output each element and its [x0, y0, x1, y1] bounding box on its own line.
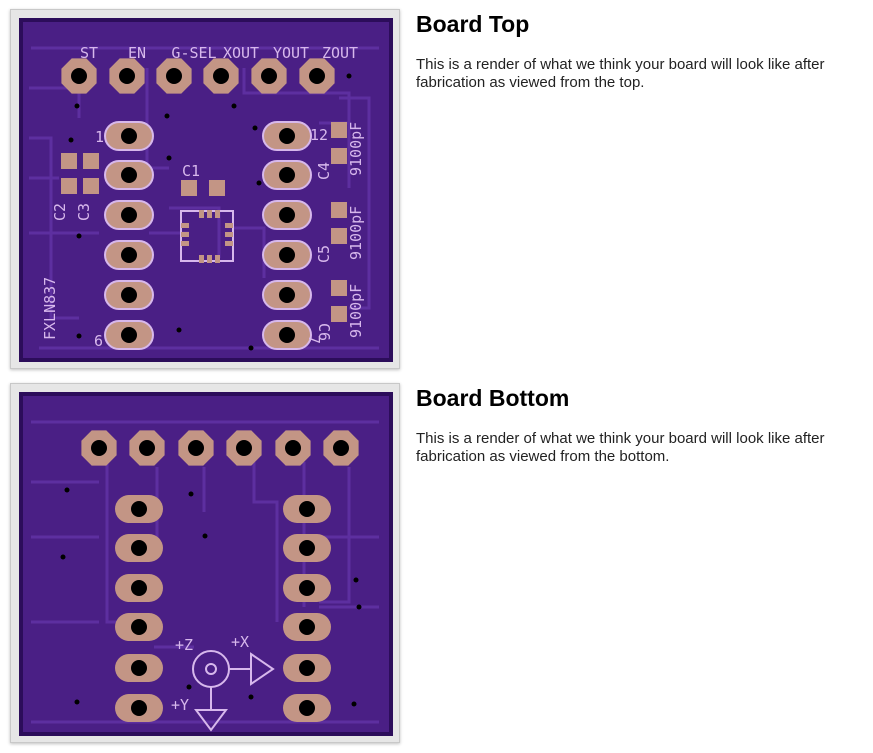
c1-pad [181, 180, 197, 196]
board-bottom-image: +Z +X +Y [19, 392, 393, 736]
c3-pad [83, 153, 99, 169]
pad-hole [121, 128, 137, 144]
pad-hole [299, 540, 315, 556]
board-bottom-section: Board Bottom This is a render of what we… [416, 385, 866, 466]
board-top-render: ST EN G-SEL XOUT YOUT ZOUT 1 6 12 7 C1 C… [10, 9, 400, 369]
pad-hole [279, 128, 295, 144]
component-label-c6: C6 [315, 323, 333, 341]
c6-pad [331, 280, 347, 296]
board-bottom-heading: Board Bottom [416, 385, 570, 411]
pad-hole [236, 440, 252, 456]
c4-pad [331, 148, 347, 164]
pad-hole [261, 68, 277, 84]
c5-pad [331, 228, 347, 244]
vias [60, 487, 362, 707]
c3-pad [83, 178, 99, 194]
pad-hole [188, 440, 204, 456]
capacitor-value-c5: 9100pF [347, 206, 365, 260]
pin-label-7: 7 [305, 335, 323, 344]
c5-pad [331, 202, 347, 218]
board-top-image: ST EN G-SEL XOUT YOUT ZOUT 1 6 12 7 C1 C… [19, 18, 393, 362]
header-label-yout: YOUT [273, 44, 309, 62]
board-top-description: This is a render of what we think your b… [416, 56, 825, 91]
pad-hole [131, 540, 147, 556]
c4-pad [331, 122, 347, 138]
pad-hole [139, 440, 155, 456]
axis-label-z: +Z [175, 636, 193, 654]
c2-pad [61, 153, 77, 169]
header-labels: ST EN G-SEL XOUT YOUT ZOUT [80, 44, 358, 62]
component-label-c3: C3 [75, 203, 93, 221]
pad-hole [121, 167, 137, 183]
pad-hole [285, 440, 301, 456]
header-pads [81, 430, 359, 466]
board-top-heading: Board Top [416, 11, 530, 37]
dip-pads-left [104, 121, 154, 350]
pad-hole [279, 327, 295, 343]
axis-label-x: +X [231, 633, 249, 651]
pad-hole [299, 660, 315, 676]
pad-hole [131, 580, 147, 596]
pad-hole [279, 207, 295, 223]
header-pads [61, 58, 335, 94]
c1-pad [209, 180, 225, 196]
pad-hole [121, 247, 137, 263]
pin-label-6: 6 [94, 332, 103, 350]
z-axis-dot-icon [205, 663, 217, 675]
pad-hole [299, 700, 315, 716]
component-label-c1: C1 [182, 162, 200, 180]
axis-indicator: +Z +X +Y [171, 633, 275, 732]
c2-pad [61, 178, 77, 194]
pad-hole [91, 440, 107, 456]
pad-hole [131, 660, 147, 676]
component-label-c5: C5 [315, 245, 333, 263]
pad-hole [131, 619, 147, 635]
board-top-section: Board Top This is a render of what we th… [416, 11, 866, 92]
pad-hole [119, 68, 135, 84]
component-label-c2: C2 [51, 203, 69, 221]
pad-hole [121, 207, 137, 223]
c6-pad [331, 306, 347, 322]
pad-hole [71, 68, 87, 84]
pad-hole [299, 619, 315, 635]
vias [68, 73, 352, 351]
header-label-zout: ZOUT [322, 44, 358, 62]
header-label-xout: XOUT [223, 44, 259, 62]
part-name-label: FXLN837 [41, 277, 59, 340]
capacitor-value-c4: 9100pF [347, 122, 365, 176]
pad-hole [279, 287, 295, 303]
pad-hole [166, 68, 182, 84]
pad-hole [299, 580, 315, 596]
header-label-st: ST [80, 44, 98, 62]
pad-hole [121, 327, 137, 343]
pad-hole [333, 440, 349, 456]
pin-label-12: 12 [310, 126, 328, 144]
board-bottom-render: +Z +X +Y [10, 383, 400, 743]
header-label-en: EN [128, 44, 146, 62]
pad-hole [279, 167, 295, 183]
dip-pads-left [115, 495, 163, 722]
pad-hole [213, 68, 229, 84]
pad-hole [131, 700, 147, 716]
pin-label-1: 1 [95, 128, 104, 146]
pad-hole [309, 68, 325, 84]
axis-label-y: +Y [171, 696, 189, 714]
pad-hole [121, 287, 137, 303]
board-bottom-description: This is a render of what we think your b… [416, 430, 825, 465]
pad-hole [131, 501, 147, 517]
header-label-g-sel: G-SEL [171, 44, 216, 62]
pad-hole [279, 247, 295, 263]
y-axis-arrow-icon [194, 687, 228, 732]
dip-pads-right [283, 495, 331, 722]
ic-footprint [180, 210, 234, 263]
smd-pads [61, 122, 347, 322]
component-label-c4: C4 [315, 162, 333, 180]
dip-pads-right [262, 121, 312, 350]
x-axis-arrow-icon [229, 652, 275, 686]
capacitor-value-c6: 9100pF [347, 284, 365, 338]
pad-hole [299, 501, 315, 517]
